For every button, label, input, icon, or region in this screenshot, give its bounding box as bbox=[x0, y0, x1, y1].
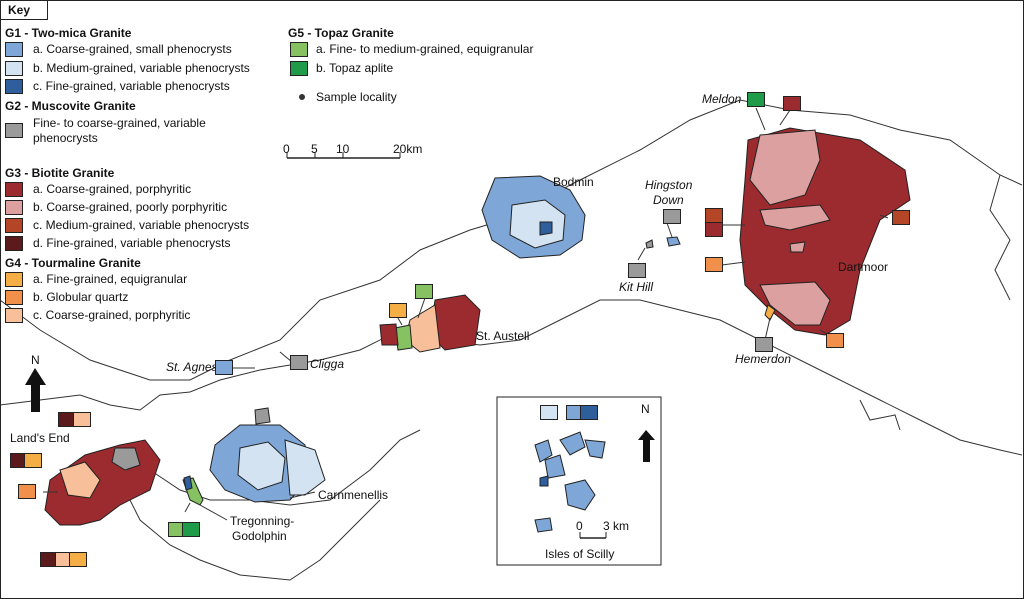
place-lands-end: Land's End bbox=[10, 431, 70, 445]
river bbox=[859, 399, 901, 431]
g2-label: Fine- to coarse-grained, variable bbox=[33, 116, 206, 130]
sample-dartmoor-sw-g4b bbox=[705, 257, 723, 272]
river bbox=[989, 174, 1011, 301]
g1a-swatch bbox=[5, 42, 23, 57]
scilly-inset bbox=[496, 396, 662, 566]
g4a-label: a. Fine-grained, equigranular bbox=[33, 272, 188, 286]
g1c-label: c. Fine-grained, variable phenocrysts bbox=[33, 79, 230, 93]
inset-north-arrow bbox=[638, 430, 655, 462]
scale-tick-20: 20km bbox=[393, 142, 423, 156]
scale-tick-0: 0 bbox=[283, 142, 290, 156]
g4-heading: G4 - Tourmaline Granite bbox=[5, 256, 141, 270]
g3c-label: c. Medium-grained, variable phenocrysts bbox=[33, 218, 250, 232]
inset-north-label: N bbox=[641, 402, 650, 416]
north-label: N bbox=[31, 353, 40, 367]
bodmin-granite bbox=[481, 175, 586, 259]
sample-dartmoor-e-g3c bbox=[892, 210, 910, 225]
sample-tregonning-g5b bbox=[182, 522, 200, 537]
sample-st-austell-g5a bbox=[415, 284, 433, 299]
g3d-label: d. Fine-grained, variable phenocrysts bbox=[33, 236, 231, 250]
g3b-swatch bbox=[5, 200, 23, 215]
sample-meldon-g5b bbox=[747, 92, 765, 107]
scale-tick-10: 10 bbox=[336, 142, 350, 156]
g5a-swatch bbox=[290, 42, 308, 57]
g3-heading: G3 - Biotite Granite bbox=[5, 166, 115, 180]
sample-dartmoor-w-g3c bbox=[705, 208, 723, 223]
g5b-swatch bbox=[290, 61, 308, 76]
place-st-agnes: St. Agnes bbox=[166, 360, 218, 374]
sample-dartmoor-n-g3a bbox=[783, 96, 801, 111]
g3b-label: b. Coarse-grained, poorly porphyritic bbox=[33, 200, 228, 214]
sample-locality-icon bbox=[299, 94, 305, 100]
sample-lands-end-n-g4c bbox=[73, 412, 91, 427]
scale-tick-5: 5 bbox=[311, 142, 318, 156]
g2-label-2: phenocrysts bbox=[33, 131, 98, 145]
sample-cligga-g2 bbox=[290, 355, 308, 370]
place-tregonning-2: Godolphin bbox=[232, 529, 287, 543]
g3d-swatch bbox=[5, 236, 23, 251]
g4c-label: c. Coarse-grained, porphyritic bbox=[33, 308, 191, 322]
g1b-swatch bbox=[5, 61, 23, 76]
g3a-label: a. Coarse-grained, porphyritic bbox=[33, 182, 192, 196]
place-st-austell: St. Austell bbox=[476, 329, 530, 343]
sample-scilly-g1c bbox=[580, 405, 598, 420]
g5a-label: a. Fine- to medium-grained, equigranular bbox=[316, 42, 534, 56]
sample-scilly-g1b bbox=[540, 405, 558, 420]
place-carnmenellis: Carnmenellis bbox=[318, 488, 389, 502]
g1-heading: G1 - Two-mica Granite bbox=[5, 26, 132, 40]
place-hingston-1: Hingston bbox=[645, 178, 693, 192]
g2-heading: G2 - Muscovite Granite bbox=[5, 99, 136, 113]
lands-end-granite bbox=[44, 439, 161, 526]
sample-dartmoor-w-g3a bbox=[705, 222, 723, 237]
place-dartmoor: Dartmoor bbox=[838, 260, 889, 274]
sample-st-austell-g4a bbox=[389, 303, 407, 318]
coastline-south bbox=[119, 479, 381, 581]
g4b-label: b. Globular quartz bbox=[33, 290, 129, 304]
inset-scale-zero: 0 bbox=[576, 519, 583, 533]
north-arrow bbox=[25, 368, 46, 412]
sample-dartmoor-se-g4b bbox=[826, 333, 844, 348]
sample-hingston-g2 bbox=[663, 209, 681, 224]
g1c-swatch bbox=[5, 79, 23, 94]
place-meldon: Meldon bbox=[702, 92, 742, 106]
tregonning-granite bbox=[182, 475, 204, 506]
kit-hill-granite bbox=[645, 239, 654, 249]
sample-lands-end-w-g4b bbox=[18, 484, 36, 499]
sample-lands-end-w-g4a bbox=[24, 453, 42, 468]
inset-scale-end: 3 km bbox=[603, 519, 630, 533]
scale-bar bbox=[286, 152, 401, 159]
sample-hemerdon-g2 bbox=[755, 337, 773, 352]
place-tregonning-1: Tregonning- bbox=[230, 514, 295, 528]
sample-kit-hill-g2 bbox=[628, 263, 646, 278]
g5b-label: b. Topaz aplite bbox=[316, 61, 394, 75]
g3a-swatch bbox=[5, 182, 23, 197]
dartmoor-granite bbox=[739, 127, 911, 336]
place-kit-hill: Kit Hill bbox=[619, 280, 654, 294]
sample-lands-end-s-g4a bbox=[69, 552, 87, 567]
g1b-label: b. Medium-grained, variable phenocrysts bbox=[33, 61, 250, 75]
st-austell-granite bbox=[379, 294, 481, 353]
g4c-swatch bbox=[5, 308, 23, 323]
key-title-box bbox=[0, 0, 48, 20]
g5-heading: G5 - Topaz Granite bbox=[288, 26, 394, 40]
place-hingston-2: Down bbox=[653, 193, 684, 207]
g4a-swatch bbox=[5, 272, 23, 287]
place-hemerdon: Hemerdon bbox=[735, 352, 792, 366]
sample-st-agnes-g1a bbox=[215, 360, 233, 375]
hingston-granite bbox=[666, 236, 681, 247]
key-title: Key bbox=[8, 3, 31, 17]
place-bodmin: Bodmin bbox=[553, 175, 594, 189]
g2-swatch bbox=[5, 123, 23, 138]
place-cligga: Cligga bbox=[310, 357, 345, 371]
g1a-label: a. Coarse-grained, small phenocrysts bbox=[33, 42, 232, 56]
sample-locality-label: Sample locality bbox=[316, 90, 397, 104]
g4b-swatch bbox=[5, 290, 23, 305]
leader-lines bbox=[43, 107, 889, 521]
carnmenellis-granite bbox=[209, 407, 326, 503]
place-scilly: Isles of Scilly bbox=[545, 547, 615, 561]
g3c-swatch bbox=[5, 218, 23, 233]
